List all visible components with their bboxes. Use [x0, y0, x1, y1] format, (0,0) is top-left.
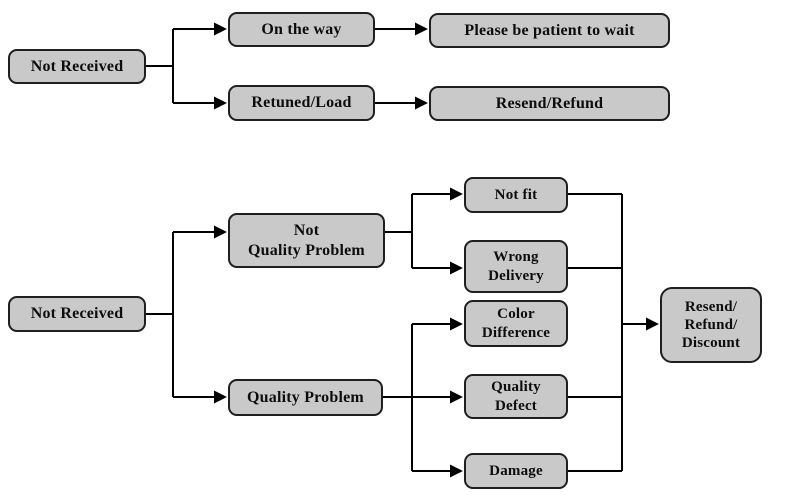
- node-label: Resend/Refund: [495, 94, 604, 112]
- node-label: Quality Problem: [247, 388, 364, 406]
- node-on-the-way: On the way: [228, 12, 375, 47]
- node-label: Not Received: [30, 57, 124, 75]
- node-label: Retuned/Load: [251, 94, 352, 112]
- node-label: Quality Defect: [491, 379, 541, 414]
- node-label: Not fit: [494, 186, 538, 203]
- node-not-received-bottom: Not Received: [8, 296, 146, 332]
- node-quality-problem: Quality Problem: [228, 379, 383, 416]
- node-resolution: Resend/ Refund/ Discount: [660, 287, 762, 363]
- node-damage: Damage: [464, 453, 568, 489]
- node-label: Not Quality Problem: [248, 221, 365, 259]
- node-label: Color Difference: [481, 306, 551, 341]
- node-label: Please be patient to wait: [464, 21, 635, 39]
- node-resend-refund: Resend/Refund: [429, 86, 670, 121]
- node-color-difference: Color Difference: [464, 300, 568, 347]
- node-not-quality-problem: Not Quality Problem: [228, 213, 385, 268]
- node-label: Wrong Delivery: [488, 249, 544, 284]
- node-wrong-delivery: Wrong Delivery: [464, 240, 568, 293]
- node-label: Not Received: [30, 305, 124, 323]
- node-label: Resend/ Refund/ Discount: [681, 298, 741, 352]
- node-not-fit: Not fit: [464, 177, 568, 213]
- node-quality-defect: Quality Defect: [464, 374, 568, 419]
- node-be-patient: Please be patient to wait: [429, 13, 670, 48]
- node-not-received-top: Not Received: [8, 49, 146, 84]
- node-label: On the way: [261, 20, 342, 38]
- node-label: Damage: [489, 462, 543, 479]
- node-retuned-load: Retuned/Load: [228, 85, 375, 121]
